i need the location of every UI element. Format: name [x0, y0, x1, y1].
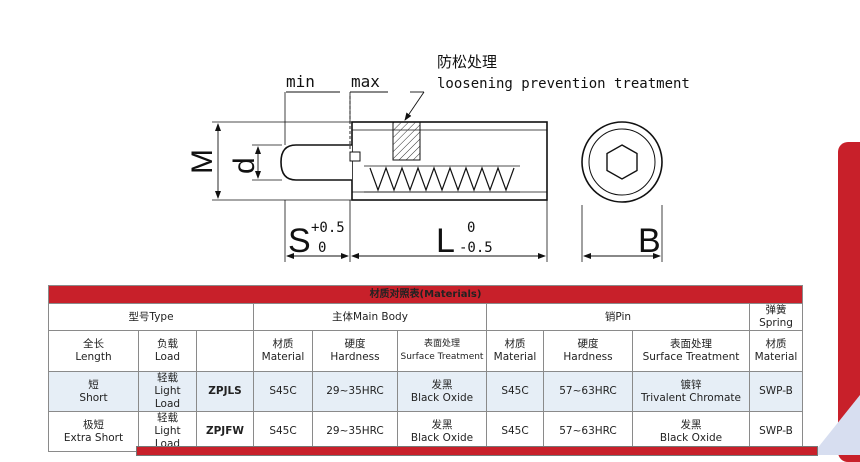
- cell-pin-material: S45C: [486, 411, 544, 452]
- group-type: 型号Type: [48, 303, 254, 331]
- tol-S-lower: 0: [318, 240, 326, 256]
- tol-S-upper: +0.5: [311, 220, 345, 236]
- technical-drawing: min max 防松处理 loosening prevention treatm…: [186, 53, 690, 262]
- tol-L-lower: -0.5: [459, 240, 493, 256]
- cell-pin-material: S45C: [486, 371, 544, 412]
- cell-pin-hardness: 57~63HRC: [543, 371, 633, 412]
- materials-table: 材质对照表(Materials) 型号Type 主体Main Body 销Pin…: [47, 285, 804, 452]
- cell-spring-material: SWP-B: [748, 371, 804, 412]
- decorative-triangle: [812, 395, 860, 455]
- group-spring: 弹簧Spring: [748, 303, 804, 331]
- pin: [280, 144, 361, 181]
- cell-code: ZPJLS: [196, 371, 254, 412]
- next-table-header-strip: [136, 446, 818, 456]
- table-title-row: 材质对照表(Materials): [47, 285, 804, 304]
- table-title: 材质对照表(Materials): [47, 285, 804, 304]
- note-cn: 防松处理: [437, 53, 497, 71]
- group-header-row: 型号Type 主体Main Body 销Pin 弹簧Spring: [48, 303, 804, 331]
- cell-pin-hardness: 57~63HRC: [543, 411, 633, 452]
- cell-body-hardness: 29~35HRC: [312, 411, 398, 452]
- group-main-body: 主体Main Body: [253, 303, 487, 331]
- dim-S: S: [288, 222, 311, 260]
- dim-B: B: [638, 222, 661, 260]
- group-pin: 销Pin: [486, 303, 750, 331]
- label-min: min: [286, 72, 315, 91]
- dim-M: M: [186, 149, 219, 174]
- plunger-body: [351, 121, 548, 201]
- cell-spring-material: SWP-B: [748, 411, 804, 452]
- note-en: loosening prevention treatment: [437, 76, 690, 92]
- header-code: [196, 330, 254, 372]
- cell-body-material: S45C: [253, 411, 313, 452]
- label-max: max: [351, 72, 380, 91]
- cell-body-hardness: 29~35HRC: [312, 371, 398, 412]
- tol-L-upper: 0: [467, 220, 475, 236]
- dim-L: L: [436, 222, 455, 260]
- decorative-red-bar: [838, 142, 860, 462]
- dim-d: d: [228, 157, 261, 174]
- end-view: [581, 121, 663, 203]
- spring: [369, 166, 515, 192]
- cell-body-material: S45C: [253, 371, 313, 412]
